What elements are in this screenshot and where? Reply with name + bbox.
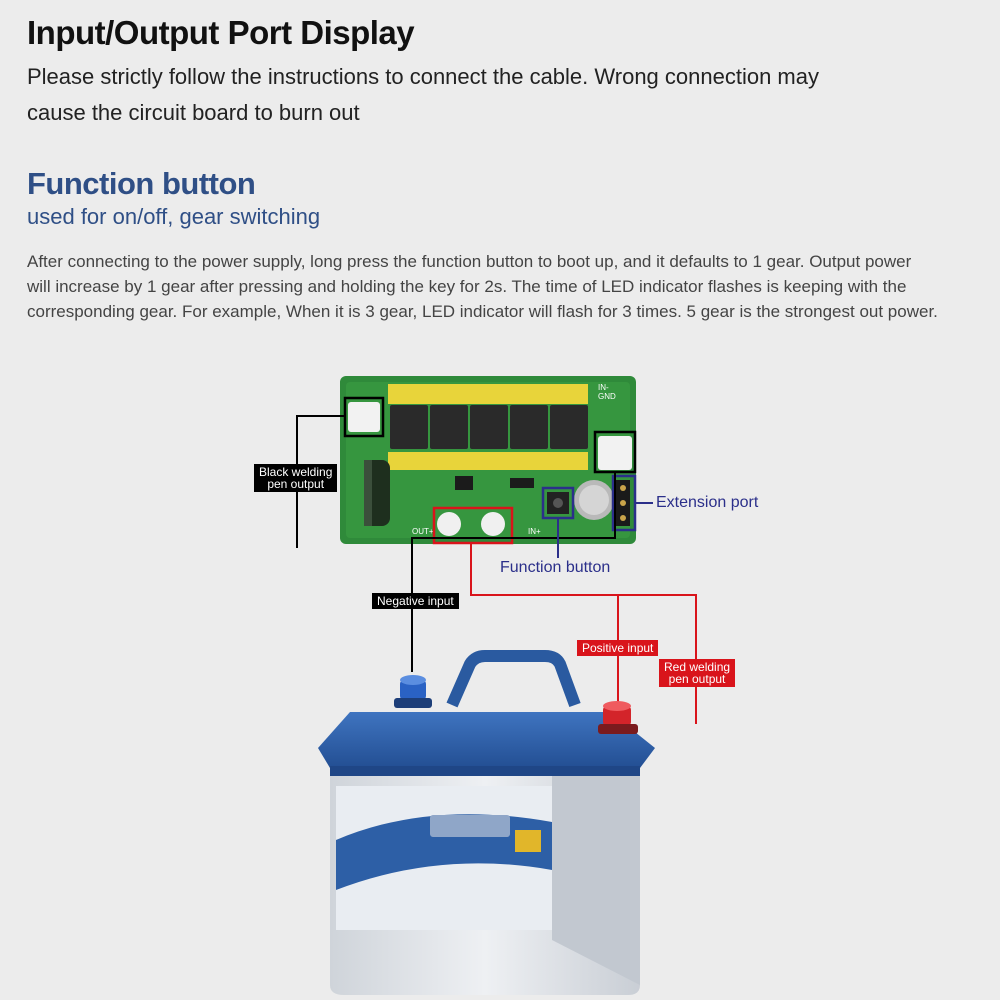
description-line-1: After connecting to the power supply, lo… <box>27 252 912 271</box>
page-title: Input/Output Port Display <box>27 14 415 51</box>
callout-positive-input: Positive input <box>577 640 659 656</box>
mosfet-row <box>390 405 588 449</box>
output-pads <box>437 512 505 536</box>
description-line-2: will increase by 1 gear after pressing a… <box>27 277 907 296</box>
callout-negative-input: Negative input <box>372 593 459 609</box>
capacitor-strip-bottom <box>388 452 588 470</box>
callout-black-pen-output: Black welding pen output <box>254 464 338 492</box>
capacitor-strip-top <box>388 384 588 404</box>
callout-red-pen-output: Red welding pen output <box>659 659 736 687</box>
black-pen-line <box>296 415 345 548</box>
section-subtitle: used for on/off, gear switching <box>27 204 321 229</box>
extension-port-label: Extension port <box>656 494 759 511</box>
positive-box <box>432 506 514 545</box>
silk-gnd: GND <box>598 392 616 401</box>
warning-line-1: Please strictly follow the instructions … <box>27 64 819 89</box>
car-battery <box>318 650 655 995</box>
callout-black-pen-line-2: pen output <box>267 477 325 491</box>
circuit-board <box>340 376 636 544</box>
warning-line-2: cause the circuit board to burn out <box>27 100 360 125</box>
silk-out-pos: OUT+ <box>412 527 434 536</box>
callout-red-pen-line-1: Red welding <box>664 660 731 674</box>
callout-black-pen-line-1: Black welding <box>259 465 333 479</box>
silk-in-pos: IN+ <box>528 527 541 536</box>
section-title: Function button <box>27 166 256 201</box>
silk-in-neg: IN- <box>598 383 609 392</box>
description-line-3: corresponding gear. For example, When it… <box>27 302 938 321</box>
callout-red-pen-line-2: pen output <box>668 672 726 686</box>
function-button-label: Function button <box>500 559 611 576</box>
